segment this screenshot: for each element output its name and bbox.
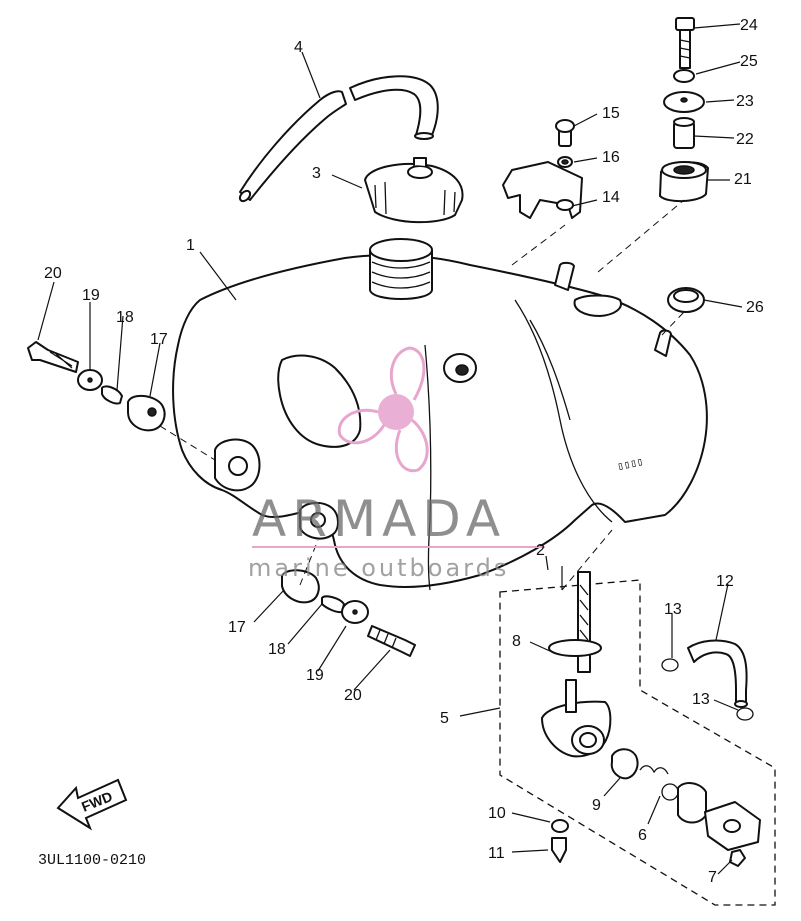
callout-26: 26 <box>746 299 764 316</box>
callout-8: 8 <box>512 633 521 650</box>
callout-1: 1 <box>186 237 195 254</box>
callout-22: 22 <box>736 131 754 148</box>
callout-15: 15 <box>602 105 620 122</box>
diagram-code: 3UL1100-0210 <box>38 852 146 869</box>
grommet <box>667 287 705 313</box>
side-mount-lower <box>281 569 416 657</box>
watermark-logo-blade <box>389 346 426 401</box>
fwd-arrow: FWD <box>56 778 128 831</box>
callout-2: 2 <box>536 542 545 559</box>
rear-mount-bracket <box>502 119 583 219</box>
callout-6: 6 <box>638 827 647 844</box>
watermark-logo-hub <box>378 394 414 430</box>
callout-23: 23 <box>736 93 754 110</box>
callout-16: 16 <box>602 149 620 166</box>
callout-20a: 20 <box>44 265 62 282</box>
svg-text:▯▯▯▯: ▯▯▯▯ <box>616 457 644 474</box>
watermark-brand: ARMADA <box>252 490 506 548</box>
callout-25: 25 <box>740 53 758 70</box>
callout-labels: 1 2 3 4 5 6 7 8 9 10 11 12 13 13 14 15 1… <box>44 17 764 886</box>
fwd-arrow-shape <box>56 778 128 831</box>
callout-13a: 13 <box>664 601 682 618</box>
callout-19a: 19 <box>82 287 100 304</box>
callout-24: 24 <box>740 17 758 34</box>
fuel-tank: ▯▯▯▯ <box>172 238 708 591</box>
side-mount-upper <box>27 341 166 432</box>
callout-12: 12 <box>716 573 734 590</box>
front-damper-set <box>659 17 709 202</box>
callout-10: 10 <box>488 805 506 822</box>
callout-11: 11 <box>488 845 505 862</box>
fuel-cap <box>364 157 464 224</box>
watermark-logo-blade <box>337 408 386 445</box>
callout-5: 5 <box>440 710 449 727</box>
watermark-subtitle: marine outboards <box>248 554 509 582</box>
callout-19b: 19 <box>306 667 324 684</box>
callout-14: 14 <box>602 189 620 206</box>
callout-7: 7 <box>708 869 717 886</box>
fuel-cock-assembly <box>499 571 776 906</box>
watermark-logo-blade <box>394 418 429 473</box>
leader-lines <box>37 23 743 875</box>
callout-20b: 20 <box>344 687 362 704</box>
breather-hose <box>238 75 439 203</box>
callout-21: 21 <box>734 171 752 188</box>
callout-17b: 17 <box>228 619 246 636</box>
callout-17a: 17 <box>150 331 168 348</box>
watermark: ARMADA marine outboards <box>248 346 545 582</box>
callout-3: 3 <box>312 165 321 182</box>
callout-18a: 18 <box>116 309 134 326</box>
callout-4: 4 <box>294 39 303 56</box>
callout-9: 9 <box>592 797 601 814</box>
callout-13b: 13 <box>692 691 710 708</box>
callout-18b: 18 <box>268 641 286 658</box>
